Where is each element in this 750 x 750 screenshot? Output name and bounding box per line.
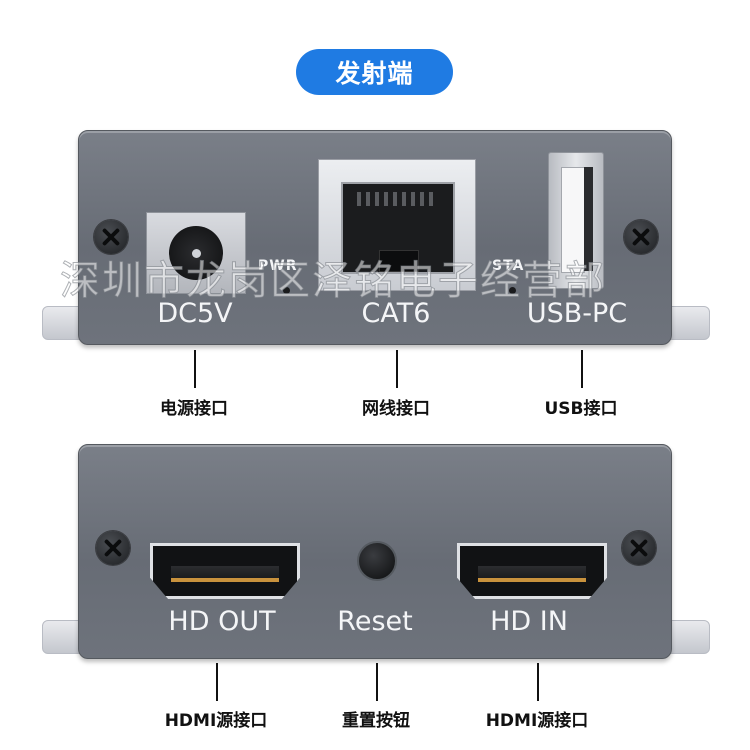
pwr-led-label: PWR [258, 258, 298, 274]
reset-label: Reset [337, 606, 413, 637]
sta-led-label: STA [492, 258, 525, 274]
dc-power-jack [146, 212, 246, 294]
hdmi-in-port [457, 543, 607, 599]
title-badge: 发射端 [296, 49, 453, 95]
dc-port-label: DC5V [157, 298, 233, 329]
usb-tongue [561, 167, 585, 273]
cat-port-label: CAT6 [361, 298, 431, 329]
callout-network-port: 网线接口 [362, 399, 430, 419]
callout-hdmi-out-port: HDMI源接口 [164, 711, 268, 731]
reset-button[interactable] [357, 541, 397, 581]
rj45-ethernet-port [318, 159, 476, 291]
hdmi-in-contacts [478, 566, 586, 582]
pwr-led [283, 287, 290, 294]
callout-power-port: 电源接口 [160, 399, 228, 419]
callout-line [194, 350, 196, 388]
callout-line [537, 663, 539, 701]
rj45-pins [357, 192, 437, 206]
callout-line [216, 663, 218, 701]
usb-a-port [548, 152, 604, 289]
screw-icon [622, 531, 656, 565]
callout-line [376, 663, 378, 701]
rj45-socket [341, 182, 455, 274]
callout-reset-button: 重置按钮 [342, 711, 410, 731]
screw-icon [96, 531, 130, 565]
hd-out-label: HD OUT [168, 606, 276, 637]
hdmi-out-port [150, 543, 300, 599]
callout-usb-port: USB接口 [544, 399, 618, 419]
hd-in-label: HD IN [490, 606, 568, 637]
screw-icon [624, 220, 658, 254]
dc-jack-pin [192, 249, 201, 258]
usb-port-label: USB-PC [526, 298, 628, 329]
callout-line [581, 350, 583, 388]
hdmi-out-contacts [171, 566, 279, 582]
rj45-latch-slot [379, 250, 419, 272]
callout-line [396, 350, 398, 388]
callout-hdmi-in-port: HDMI源接口 [485, 711, 589, 731]
screw-icon [94, 220, 128, 254]
usb-slot [584, 167, 593, 271]
sta-led [509, 287, 516, 294]
